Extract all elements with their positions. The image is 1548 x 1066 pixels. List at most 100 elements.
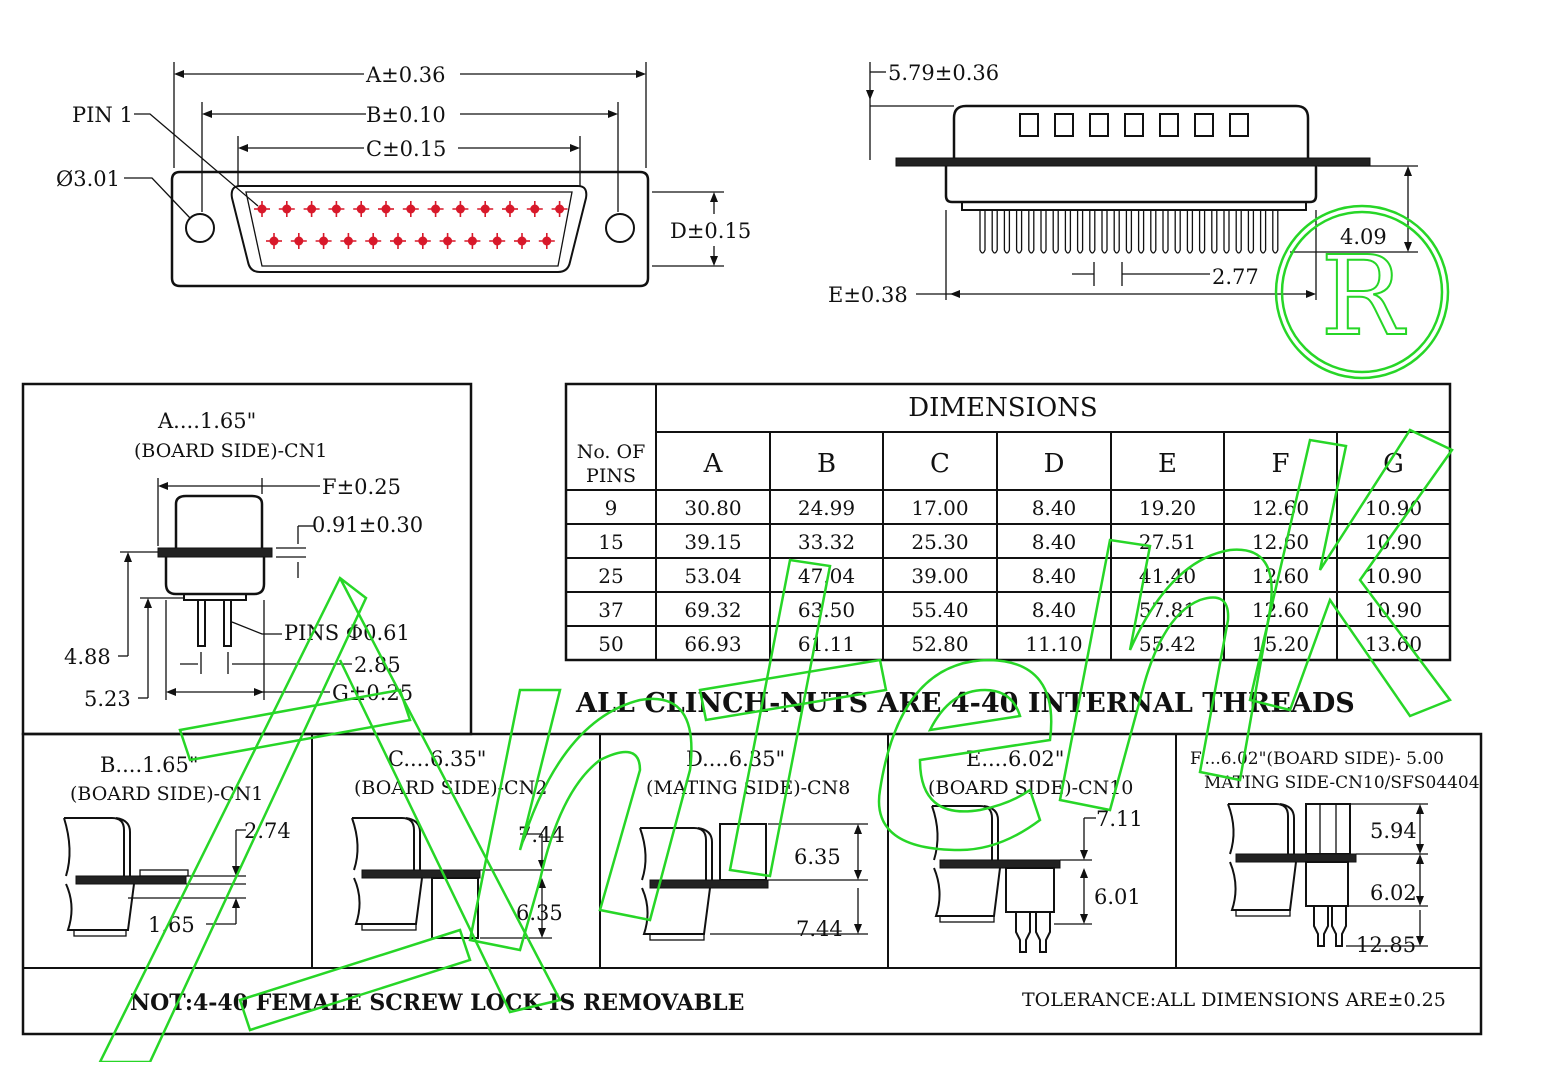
side-pin-21 bbox=[1223, 210, 1230, 254]
dim-c-label: C±0.15 bbox=[366, 137, 446, 161]
detail-f-d3: 12.85 bbox=[1356, 933, 1416, 957]
detail-d-d2: 7.44 bbox=[796, 917, 843, 941]
detail-f: F....6.02"(BOARD SIDE)- 5.00 MATING SIDE… bbox=[1190, 749, 1480, 957]
side-pin-14 bbox=[1137, 210, 1145, 254]
dimension-cell: 52.80 bbox=[911, 632, 968, 656]
pin-bottom-5 bbox=[365, 233, 382, 249]
side-slot-6 bbox=[1194, 113, 1214, 137]
side-pin-slots bbox=[1019, 113, 1249, 137]
mounting-hole-left bbox=[185, 213, 215, 243]
pin-top-13 bbox=[551, 201, 568, 217]
pin-top-6 bbox=[378, 201, 394, 217]
side-slot-1 bbox=[1019, 113, 1039, 137]
detail-e-d1: 7.11 bbox=[1096, 807, 1143, 831]
pin-top-8 bbox=[427, 201, 444, 217]
pin-bottom-1 bbox=[266, 233, 282, 249]
side-top-dim: 5.79±0.36 bbox=[888, 61, 999, 85]
side-pin-17 bbox=[1174, 210, 1181, 254]
pin-top-3 bbox=[303, 201, 320, 217]
side-pin-24 bbox=[1259, 210, 1267, 254]
dim-b-label: B±0.10 bbox=[366, 103, 446, 127]
detail-b-title: B....1.65" bbox=[100, 753, 199, 777]
column-header-f: F bbox=[1271, 449, 1289, 479]
pin-bottom-12 bbox=[538, 233, 555, 249]
dimension-cell: 33.32 bbox=[798, 530, 855, 554]
pin-bottom-9 bbox=[464, 233, 481, 249]
pin-bottom-3 bbox=[315, 233, 332, 249]
side-pin-18 bbox=[1186, 210, 1194, 254]
side-pitch-dim: 2.77 bbox=[1212, 265, 1259, 289]
dim-a-label: A±0.36 bbox=[365, 63, 446, 87]
dimension-cell: 19.20 bbox=[1139, 496, 1196, 520]
pin-bottom-11 bbox=[514, 233, 530, 249]
table-title: DIMENSIONS bbox=[908, 393, 1097, 423]
dimension-cell: 57.81 bbox=[1139, 598, 1196, 622]
dimension-cell: 30.80 bbox=[684, 496, 741, 520]
dimension-cell: 61.11 bbox=[798, 632, 855, 656]
column-header-d: D bbox=[1044, 449, 1065, 479]
side-shell-top bbox=[952, 104, 1310, 160]
pin-bottom-7 bbox=[414, 233, 431, 249]
side-pin-25 bbox=[1272, 210, 1279, 254]
detail-f-d2: 6.02 bbox=[1370, 881, 1417, 905]
dimension-cell: 8.40 bbox=[1032, 530, 1077, 554]
side-pin-8 bbox=[1064, 210, 1072, 254]
detail-a-shell-top bbox=[174, 494, 264, 548]
detail-f-title: F....6.02"(BOARD SIDE)- 5.00 bbox=[1190, 749, 1444, 769]
detail-a-pitch-dim: 2.85 bbox=[354, 653, 401, 677]
side-pin-13 bbox=[1125, 210, 1133, 254]
detail-d-title: D....6.35" bbox=[686, 747, 785, 771]
dimension-cell: 55.40 bbox=[911, 598, 968, 622]
detail-c-d2: 6.35 bbox=[516, 901, 563, 925]
detail-f-subtitle: MATING SIDE-CN10/SFS04404 bbox=[1204, 773, 1480, 793]
dimension-cell: 12.60 bbox=[1252, 496, 1309, 520]
side-pin-3 bbox=[1003, 210, 1011, 254]
table-frame bbox=[564, 382, 1452, 662]
side-pin-20 bbox=[1211, 210, 1218, 254]
detail-e-subtitle: (BOARD SIDE)-CN10 bbox=[928, 777, 1133, 799]
side-e-dim: E±0.38 bbox=[828, 283, 908, 307]
side-pin-10 bbox=[1089, 210, 1096, 254]
dimension-cell: 8.40 bbox=[1032, 564, 1077, 588]
side-pin-11 bbox=[1101, 210, 1108, 254]
pin-count-cell: 9 bbox=[605, 496, 618, 520]
column-header-b: B bbox=[817, 449, 836, 479]
detail-f-d1: 5.94 bbox=[1370, 819, 1417, 843]
mounting-hole-right bbox=[605, 213, 635, 243]
pins-header-line1: No. OF bbox=[577, 441, 646, 463]
dimension-cell: 12.60 bbox=[1252, 530, 1309, 554]
detail-d-d1: 6.35 bbox=[794, 845, 841, 869]
dimension-cell: 25.30 bbox=[911, 530, 968, 554]
column-header-a: A bbox=[703, 449, 724, 479]
detail-a-pin-1 bbox=[197, 599, 206, 647]
side-base bbox=[961, 201, 1307, 211]
side-slot-7 bbox=[1229, 113, 1249, 137]
dimension-cell: 8.40 bbox=[1032, 496, 1077, 520]
pin-bottom-2 bbox=[290, 233, 307, 249]
d-sub-face bbox=[230, 185, 588, 273]
detail-a-shell-bottom bbox=[164, 557, 266, 596]
detail-d-subtitle: (MATING SIDE)-CN8 bbox=[646, 777, 850, 799]
dimension-cell: 53.04 bbox=[684, 564, 741, 588]
pin-count-cell: 15 bbox=[598, 530, 623, 554]
dimension-cell: 11.10 bbox=[1025, 632, 1082, 656]
pin-bottom-10 bbox=[489, 233, 506, 249]
detail-a-subtitle: (BOARD SIDE)-CN1 bbox=[134, 440, 327, 462]
detail-a-flange bbox=[157, 547, 273, 558]
registered-seal-outer bbox=[1274, 204, 1450, 380]
pin-count-cell: 50 bbox=[598, 632, 623, 656]
dimension-cell: 12.60 bbox=[1252, 598, 1309, 622]
side-pin-6 bbox=[1040, 210, 1047, 254]
footer-note: NOT:4-40 FEMALE SCREW LOCK IS REMOVABLE bbox=[130, 990, 744, 1016]
bottom-details: B....1.65" (BOARD SIDE)-CN1 2.74 1.65 C.… bbox=[21, 732, 1483, 1036]
pin-top-11 bbox=[502, 201, 518, 217]
side-pin-22 bbox=[1235, 210, 1242, 254]
d-sub-inner bbox=[245, 191, 573, 267]
side-slot-5 bbox=[1159, 113, 1179, 137]
pin-top-9 bbox=[452, 201, 469, 217]
